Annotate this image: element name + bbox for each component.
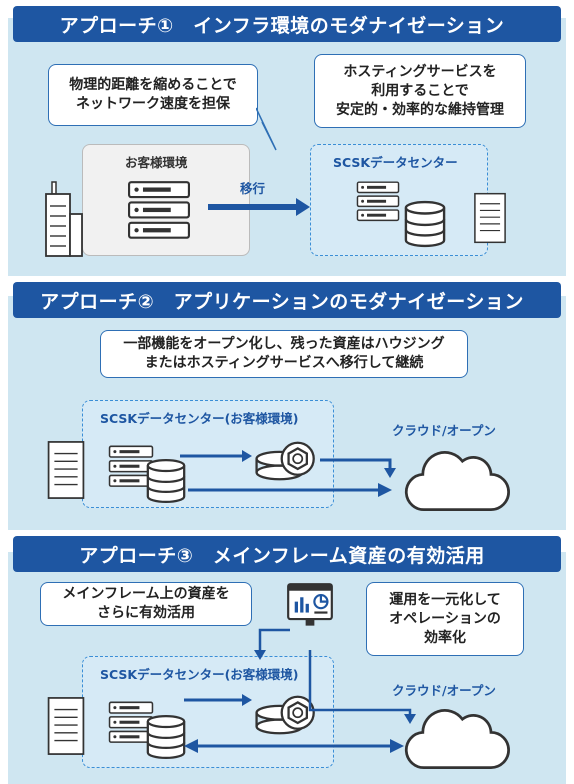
datacenter-label-1: SCSKデータセンター [333, 155, 458, 170]
callout-tail [256, 107, 277, 151]
cloud-label-2: クラウド/オープン [392, 423, 496, 438]
section3-callout-left: メインフレーム上の資産を さらに有効活用 [40, 582, 252, 626]
document-icon [44, 440, 88, 500]
cloud-label-3: クラウド/オープン [392, 683, 496, 698]
section1-title: アプローチ① インフラ環境のモダナイゼーション [13, 6, 561, 42]
section2-callout: 一部機能をオープン化し、残った資産はハウジング またはホスティングサービスへ移行… [100, 330, 468, 378]
customer-env-label: お客様環境 [125, 155, 188, 170]
building-icon [44, 178, 84, 258]
server-icon [356, 180, 400, 224]
datacenter-label-3: SCSKデータセンター(お客様環境) [100, 667, 299, 682]
document-icon [44, 696, 88, 756]
section2-title: アプローチ② アプリケーションのモダナイゼーション [13, 282, 561, 318]
datacenter-label-2: SCSKデータセンター(お客様環境) [100, 411, 299, 426]
migrate-arrow [208, 198, 310, 216]
section1-callout-left: 物理的距離を縮めることで ネットワーク速度を担保 [48, 64, 258, 126]
database-icon [404, 200, 446, 248]
server-icon [124, 180, 194, 242]
flow-arrows-2 [180, 450, 396, 497]
section3-title: アプローチ③ メインフレーム資産の有効活用 [13, 536, 561, 572]
section1-callout-right: ホスティングサービスを 利用することで 安定的・効率的な維持管理 [314, 54, 526, 128]
migrate-label: 移行 [240, 181, 266, 196]
document-icon [468, 192, 512, 244]
section3-callout-right: 運用を一元化して オペレーションの 効率化 [366, 582, 524, 656]
flow-arrows-3 [184, 628, 416, 753]
